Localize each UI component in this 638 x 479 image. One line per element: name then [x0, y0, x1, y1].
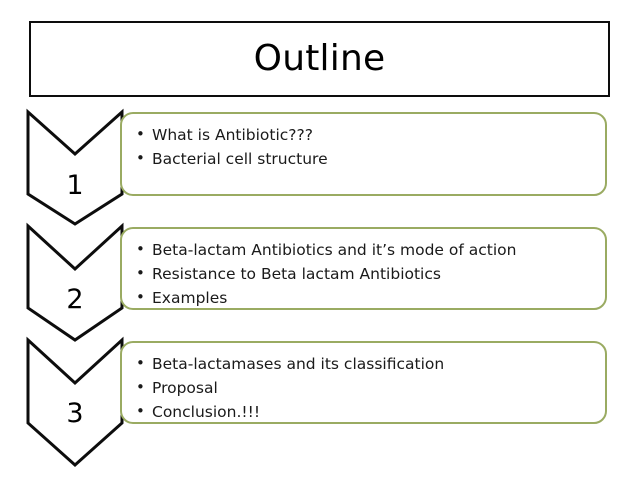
outline-row: 3 Beta-lactamases and its classification… [0, 336, 638, 468]
chevron-number-1: 1 [66, 170, 84, 201]
chevron-marker-3: 3 [26, 336, 124, 468]
chevron-number-3: 3 [66, 398, 84, 429]
list-item: Bacterial cell structure [134, 146, 595, 171]
outline-row: 1 What is Antibiotic??? Bacterial cell s… [0, 108, 638, 226]
list-item: Conclusion.!!! [134, 399, 595, 424]
chevron-marker-2: 2 [26, 222, 124, 342]
list-item: Proposal [134, 375, 595, 400]
list-item: Beta-lactamases and its classification [134, 351, 595, 376]
chevron-marker-1: 1 [26, 108, 124, 226]
outline-content-box-2: Beta-lactam Antibiotics and it’s mode of… [120, 227, 607, 310]
list-item: Beta-lactam Antibiotics and it’s mode of… [134, 237, 595, 262]
outline-row: 2 Beta-lactam Antibiotics and it’s mode … [0, 222, 638, 342]
chevron-number-2: 2 [66, 284, 84, 315]
list-item: Examples [134, 285, 595, 310]
bullet-list-2: Beta-lactam Antibiotics and it’s mode of… [134, 237, 595, 310]
outline-content-box-1: What is Antibiotic??? Bacterial cell str… [120, 112, 607, 196]
list-item: What is Antibiotic??? [134, 122, 595, 147]
bullet-list-3: Beta-lactamases and its classification P… [134, 351, 595, 424]
page-title: Outline [253, 38, 386, 79]
list-item: Resistance to Beta lactam Antibiotics [134, 261, 595, 286]
outline-content-box-3: Beta-lactamases and its classification P… [120, 341, 607, 424]
bullet-list-1: What is Antibiotic??? Bacterial cell str… [134, 122, 595, 171]
slide-title-box: Outline [29, 21, 610, 97]
